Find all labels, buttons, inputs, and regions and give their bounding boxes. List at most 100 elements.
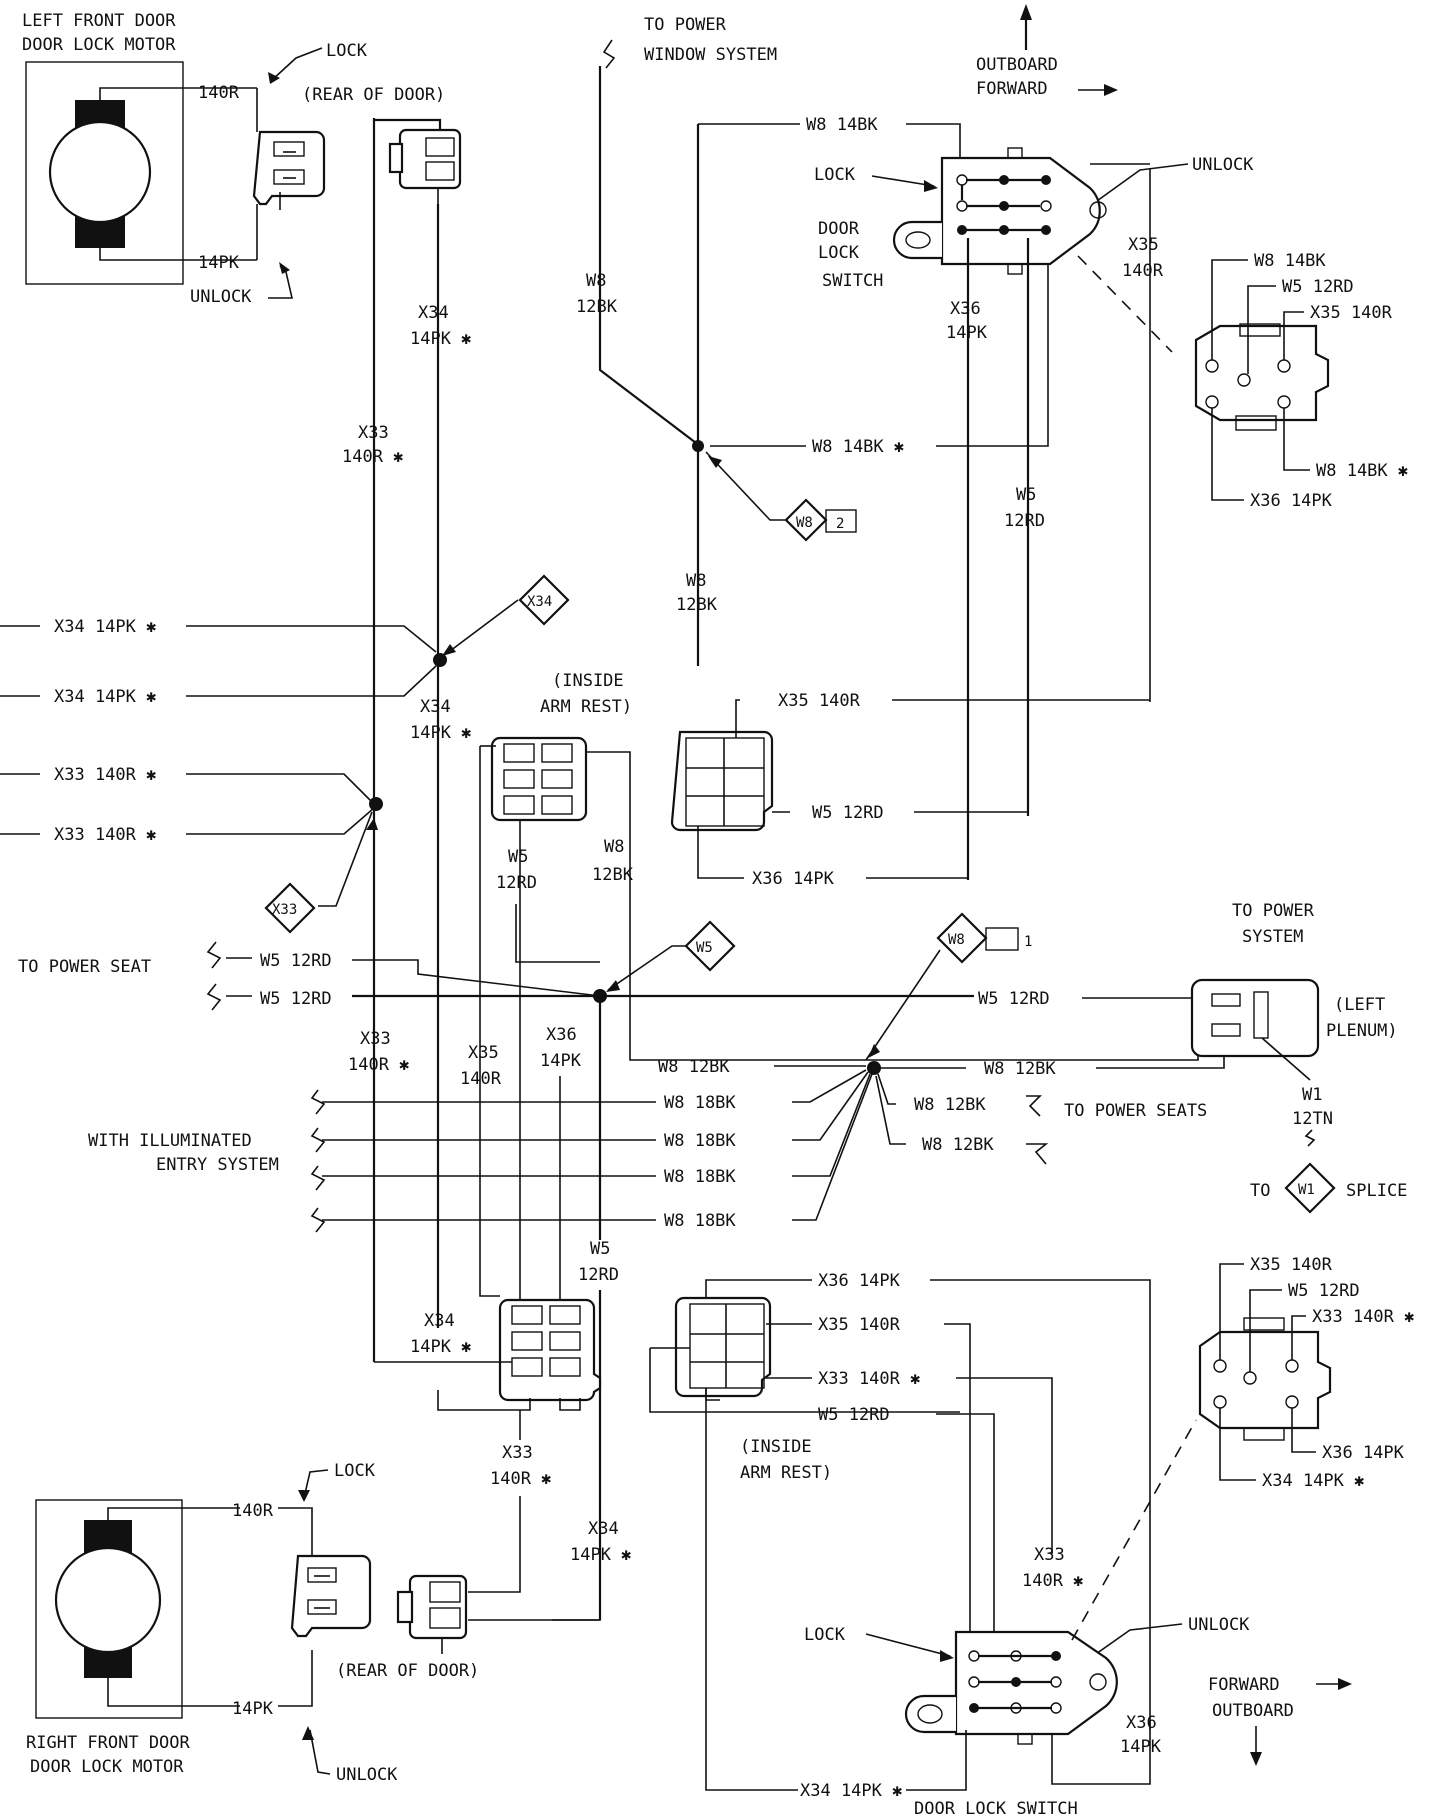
left-motor-frame: [25, 61, 184, 285]
w1-diamond: W1: [1298, 1182, 1315, 1198]
x34-14pk-star-2: X34 14PK ✱: [54, 687, 156, 707]
w8-splice-top: [692, 440, 704, 452]
arm-rest-connector-lower: [498, 1298, 602, 1402]
entry-system: ENTRY SYSTEM: [156, 1155, 279, 1175]
w5-diamond: W5: [696, 940, 713, 956]
switch-connector-bottom: [1198, 1317, 1332, 1441]
left-motor-title-2: DOOR LOCK MOTOR: [22, 35, 176, 55]
x34-splice: [433, 653, 447, 667]
to-power-seat: TO POWER SEAT: [18, 957, 151, 977]
x33-label-bottom: X33: [1034, 1545, 1065, 1565]
w8-14bk-conn-top: W8 14BK: [1254, 251, 1326, 271]
w8-14bk-star-conn-top: W8 14BK ✱: [1316, 461, 1408, 481]
left-motor-140r: 140R: [198, 83, 240, 103]
w5-splice-ref: W5: [684, 920, 736, 972]
arm-rest-label-a: ARM REST): [540, 697, 632, 717]
door-lock-switch-label: DOOR LOCK SWITCH: [914, 1799, 1078, 1814]
x33-140r-bottom: 140R ✱: [1022, 1571, 1083, 1591]
w8-18bk-1: W8 18BK: [664, 1093, 736, 1113]
w5-label-arm: W5: [508, 847, 528, 867]
plenum-connector: [1190, 978, 1320, 1058]
w5-label-low: W5: [590, 1239, 610, 1259]
x34-14pk-b: 14PK ✱: [410, 723, 471, 743]
w8-18bk-4: W8 18BK: [664, 1211, 736, 1231]
w8-18bk-2: W8 18BK: [664, 1131, 736, 1151]
to-w1-splice-to: TO: [1250, 1181, 1270, 1201]
splice-label: SPLICE: [1346, 1181, 1407, 1201]
door-lock-switch-top: [892, 147, 1107, 275]
w5-12rd-arm: 12RD: [496, 873, 537, 893]
w8-splice-mid: [867, 1061, 881, 1075]
inside-label-a: (INSIDE: [552, 671, 624, 691]
w8-12bk-seats-2: W8 12BK: [922, 1135, 994, 1155]
x35-140r-top: 140R: [1122, 261, 1164, 281]
unlock-label-bottom: UNLOCK: [1188, 1615, 1250, 1635]
x33-140r-star-conn-bottom: X33 140R ✱: [1312, 1307, 1414, 1327]
w8-ref-top: 2: [836, 516, 844, 532]
w8-12bk-h1: W8 12BK: [658, 1057, 730, 1077]
w1-12tn: 12TN: [1292, 1109, 1333, 1129]
switch-connector-top: [1194, 323, 1330, 431]
x35-140r-arm: X35 140R: [778, 691, 861, 711]
arm-rest-connector-lower-right: [674, 1296, 772, 1398]
to-power-system-2: SYSTEM: [1242, 927, 1303, 947]
x33-140r-star-lower: X33 140R ✱: [818, 1369, 920, 1389]
x33-140r-d: 140R ✱: [490, 1469, 551, 1489]
x34-label-a: X34: [418, 303, 449, 323]
x34-14pk-a: 14PK ✱: [410, 329, 471, 349]
lock-label-top: LOCK: [814, 165, 856, 185]
x35-140r-conn-top: X35 140R: [1310, 303, 1393, 323]
forward-label-top: FORWARD: [976, 79, 1048, 99]
w8-diamond-mid: W8: [948, 932, 965, 948]
x34-14pk-star-1: X34 14PK ✱: [54, 617, 156, 637]
w5-12rd-seat-1: W5 12RD: [260, 951, 332, 971]
w5-12rd-arm-right: W5 12RD: [812, 803, 884, 823]
x34-14pk-star-bottom: X34 14PK ✱: [800, 1781, 902, 1801]
x35-label-top: X35: [1128, 235, 1159, 255]
w8-12bk-top: 12BK: [576, 297, 618, 317]
w8-diamond-top: W8: [796, 515, 813, 531]
x33-splice-ref: X33: [264, 882, 316, 934]
right-harness-connector: [396, 1574, 468, 1654]
to-power-seats: TO POWER SEATS: [1064, 1101, 1207, 1121]
w8-12bk-seats-1: W8 12BK: [914, 1095, 986, 1115]
x35-140r-lower: X35 140R: [818, 1315, 901, 1335]
outboard-label-bottom: OUTBOARD: [1212, 1701, 1294, 1721]
w8-14bk-star-mid: W8 14BK ✱: [812, 437, 904, 457]
x34-14pk-e: 14PK ✱: [570, 1545, 631, 1565]
x33-140r-a: 140R ✱: [342, 447, 403, 467]
x36-label-c: X36: [546, 1025, 577, 1045]
x36-14pk-arm: X36 14PK: [752, 869, 835, 889]
x36-14pk-c: 14PK: [540, 1051, 582, 1071]
x33-label-c: X33: [360, 1029, 391, 1049]
w5-12rd-right: W5 12RD: [978, 989, 1050, 1009]
right-door-lock-motor: RIGHT FRONT DOOR DOOR LOCK MOTOR: [26, 1499, 240, 1777]
left-motor-armature-icon: [48, 120, 152, 224]
right-rear-of-door: (REAR OF DOOR): [336, 1661, 479, 1681]
switch-to-connector-dash-bottom: [1071, 1419, 1197, 1641]
arm-rest-connector-upper-right: [670, 730, 774, 832]
left-plenum-2: PLENUM): [1326, 1021, 1398, 1041]
w5-12rd-low: 12RD: [578, 1265, 619, 1285]
w8-label-top: W8: [586, 271, 606, 291]
x36-14pk-conn-bottom: X36 14PK: [1322, 1443, 1405, 1463]
x34-diamond: X34: [527, 594, 552, 610]
left-motor-connector: [252, 130, 326, 210]
w5-12rd-seat-2: W5 12RD: [260, 989, 332, 1009]
x36-label-top: X36: [950, 299, 981, 319]
w5-12rd-lower: W5 12RD: [818, 1405, 890, 1425]
inside-label-b: (INSIDE: [740, 1437, 812, 1457]
x35-140r-c: 140R: [460, 1069, 502, 1089]
to-power-window-1: TO POWER: [644, 15, 727, 35]
x35-140r-conn-bottom: X35 140R: [1250, 1255, 1333, 1275]
w5-12rd-conn-top: W5 12RD: [1282, 277, 1354, 297]
left-harness-connector: [388, 128, 462, 204]
w8-ref-mid: 1: [1024, 934, 1032, 950]
w8-label-mid: W8: [686, 571, 706, 591]
w5-label-top: W5: [1016, 485, 1036, 505]
x36-14pk-lower: X36 14PK: [818, 1271, 901, 1291]
w8-12bk-h2: W8 12BK: [984, 1059, 1056, 1079]
x33-140r-star-2: X33 140R ✱: [54, 825, 156, 845]
w1-label: W1: [1302, 1085, 1322, 1105]
